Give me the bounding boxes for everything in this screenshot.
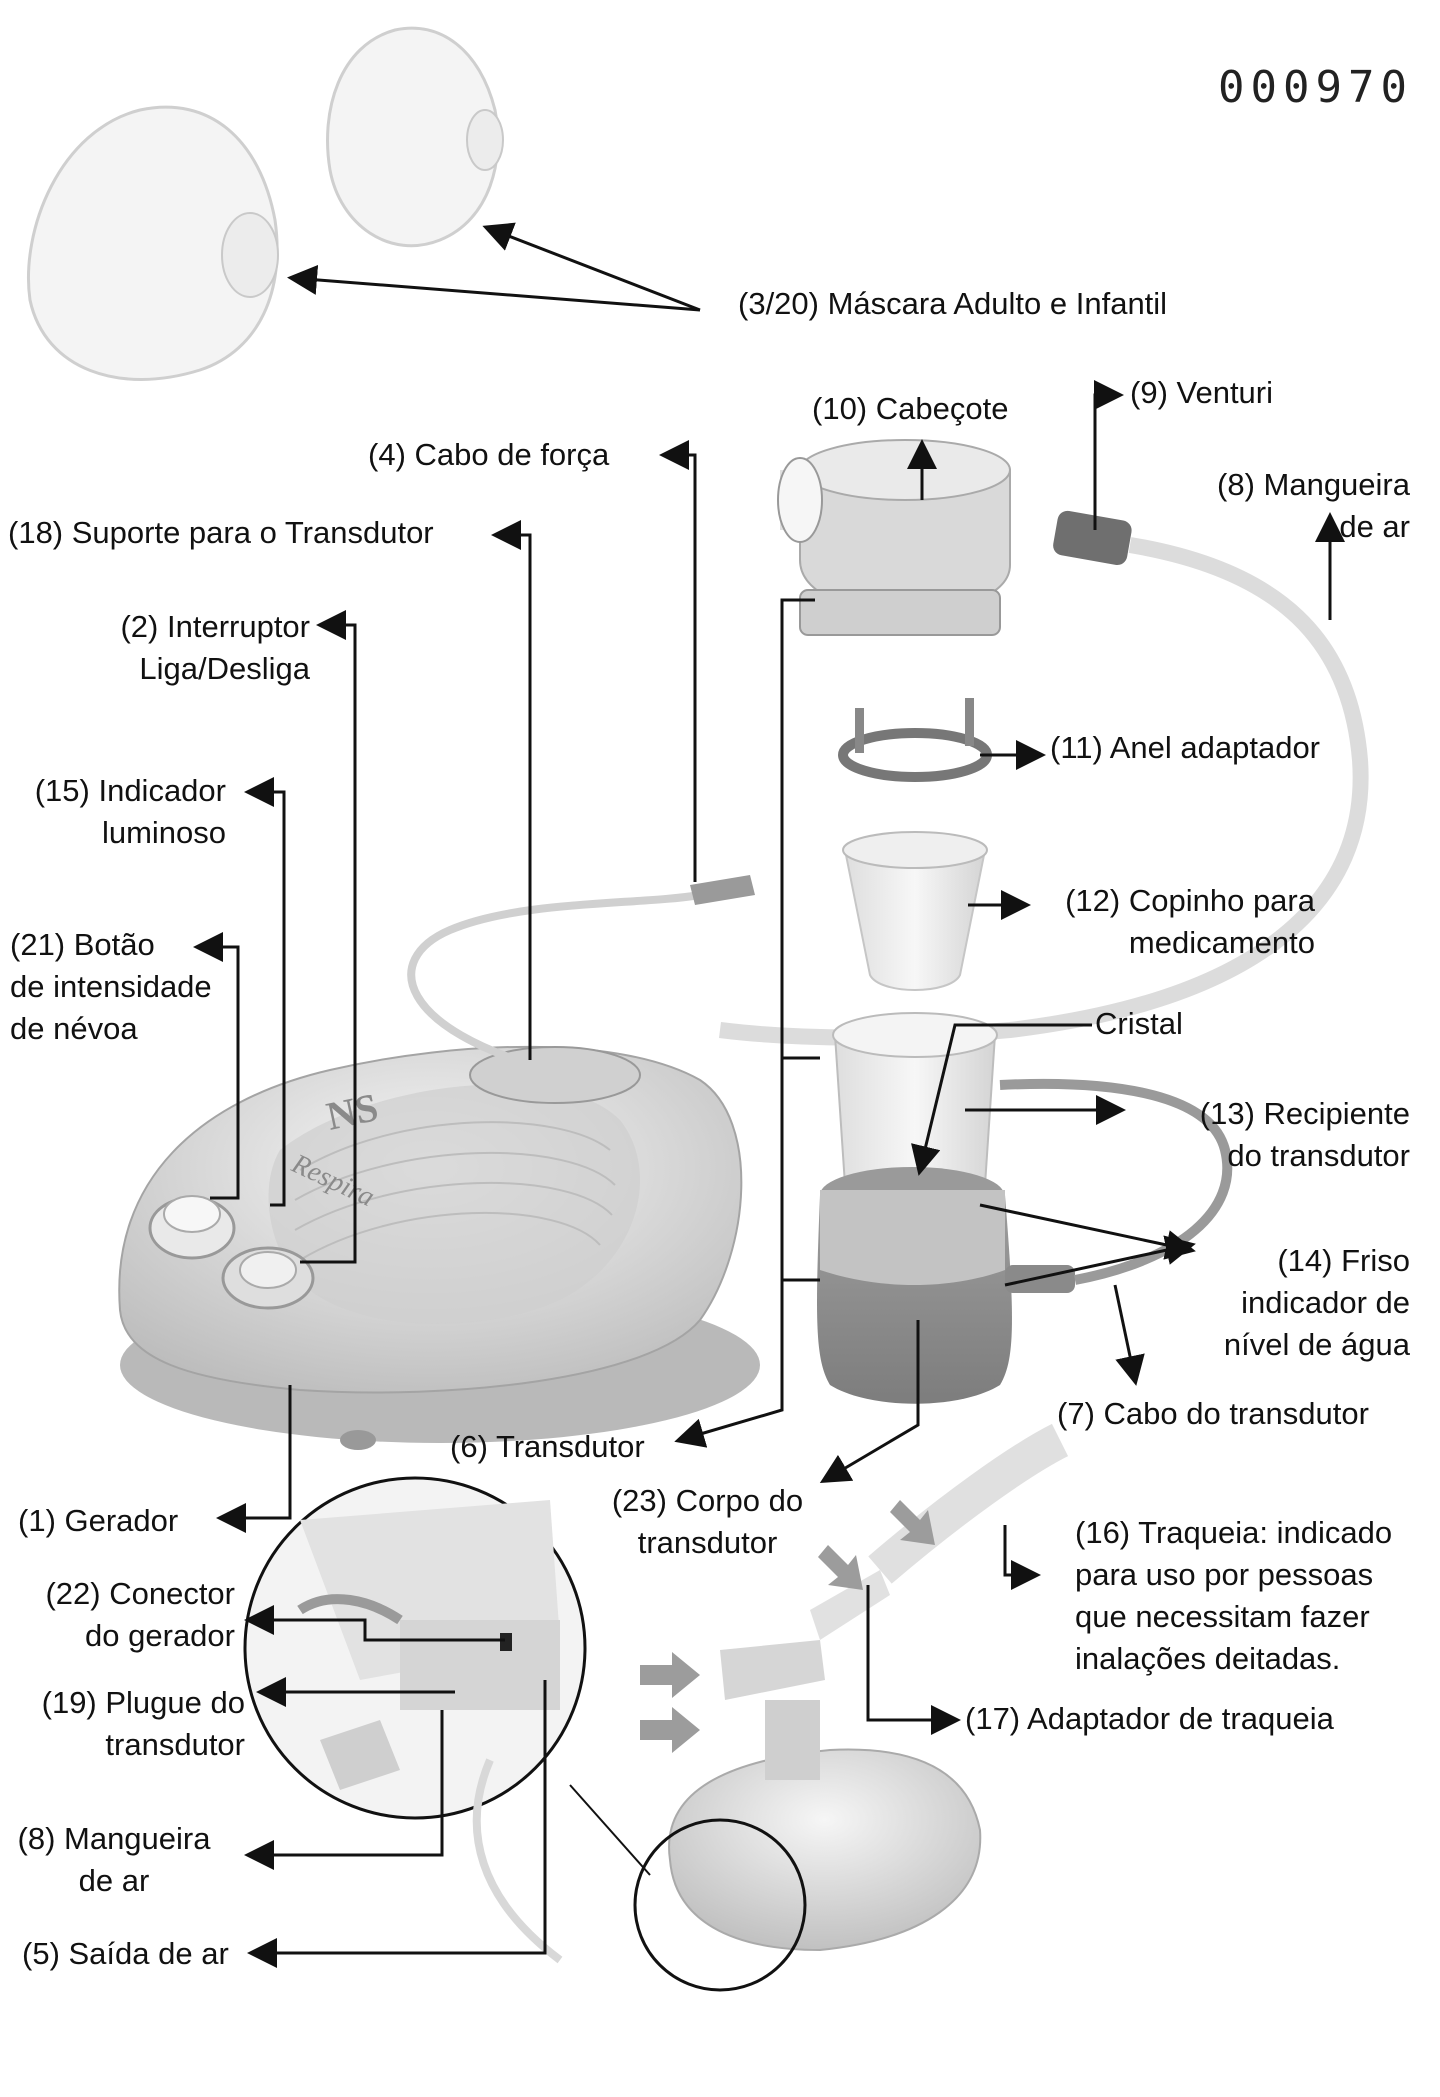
adapter-ring (843, 698, 987, 777)
label-trachea-adapter: (17) Adaptador de traqueia (965, 1698, 1334, 1740)
medicine-cup (843, 832, 987, 990)
label-head: (10) Cabeçote (812, 388, 1008, 430)
nebulizer-head (778, 440, 1133, 635)
label-transducer-cable: (7) Cabo do transdutor (1057, 1393, 1369, 1435)
label-power-cable: (4) Cabo de força (368, 434, 609, 476)
transducer-assembly (817, 1013, 1227, 1404)
label-masks: (3/20) Máscara Adulto e Infantil (738, 283, 1167, 325)
label-adapter-ring: (11) Anel adaptador (1050, 727, 1320, 769)
generator-body (119, 1047, 760, 1450)
label-transducer-support: (18) Suporte para o Transdutor (8, 512, 434, 554)
label-venturi: (9) Venturi (1130, 372, 1273, 414)
child-mask (328, 28, 503, 246)
adult-mask (28, 107, 278, 379)
zoom-inset (245, 1478, 585, 1818)
label-transducer: (6) Transdutor (450, 1426, 645, 1468)
label-air-outlet: (5) Saída de ar (22, 1933, 229, 1975)
label-crystal: Cristal (1095, 1003, 1183, 1045)
power-cable (411, 895, 700, 1070)
label-generator: (1) Gerador (18, 1500, 178, 1542)
document-number: 000970 (1218, 62, 1413, 113)
